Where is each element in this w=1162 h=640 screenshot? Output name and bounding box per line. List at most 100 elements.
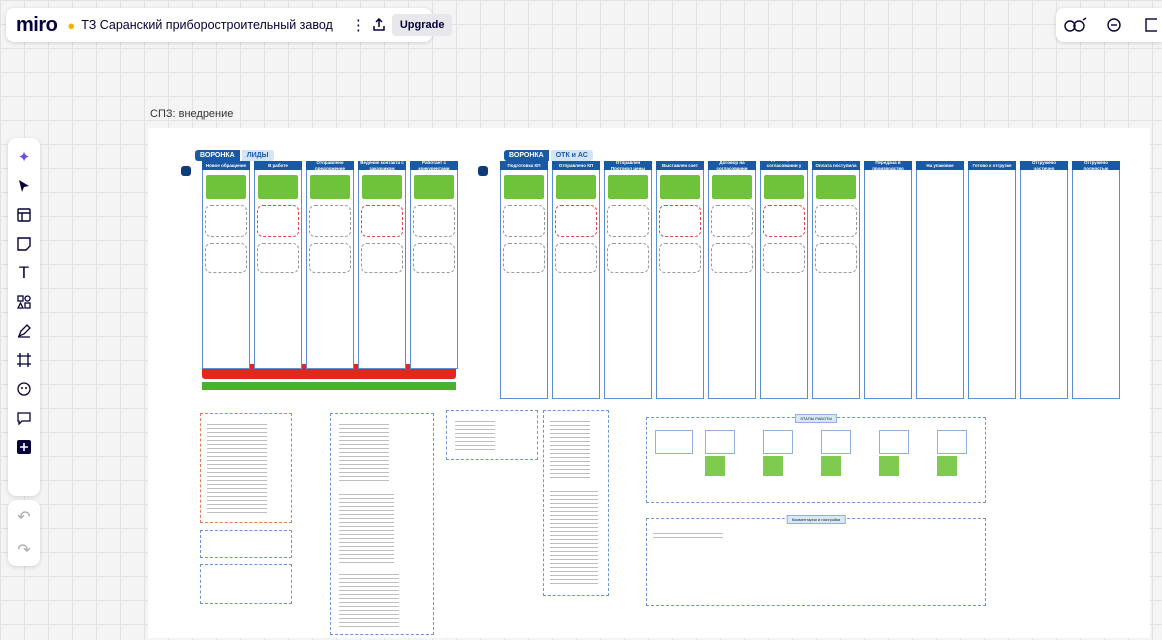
note-card[interactable]	[763, 205, 805, 237]
redo-icon[interactable]: ↷	[17, 541, 31, 559]
note-card[interactable]	[413, 205, 455, 237]
frame-icon[interactable]	[10, 345, 38, 374]
column-header[interactable]: Отправлено предложение	[306, 160, 354, 171]
deal-card[interactable]	[504, 175, 544, 199]
note-card[interactable]	[607, 205, 649, 237]
deal-card[interactable]	[362, 175, 402, 199]
column-header[interactable]: Отправлен Протокол цены	[604, 160, 652, 171]
column-header[interactable]: Выставлен счет	[656, 161, 704, 170]
note-card[interactable]	[361, 243, 403, 273]
column-header[interactable]: Оплата поступила	[812, 161, 860, 170]
note-card[interactable]	[555, 205, 597, 237]
notes-box[interactable]	[200, 530, 292, 558]
green-banner	[202, 382, 456, 390]
note-card[interactable]	[257, 205, 299, 237]
column-header[interactable]: Новое обращение	[202, 161, 250, 170]
funnel-column[interactable]	[1020, 169, 1068, 399]
note-card[interactable]	[607, 243, 649, 273]
upgrade-button[interactable]: Upgrade	[391, 14, 453, 36]
funnel-column[interactable]	[760, 169, 808, 399]
note-card[interactable]	[555, 243, 597, 273]
column-header[interactable]: Договор на согласовании у клиента	[760, 157, 808, 174]
note-card[interactable]	[711, 243, 753, 273]
deal-card[interactable]	[414, 175, 454, 199]
column-header[interactable]: Договор на согласовании	[708, 160, 756, 171]
note-card[interactable]	[503, 243, 545, 273]
pen-icon[interactable]	[10, 316, 38, 345]
deal-card[interactable]	[310, 175, 350, 199]
funnel-column[interactable]	[864, 169, 912, 399]
deal-card[interactable]	[764, 175, 804, 199]
funnel-column[interactable]	[968, 169, 1016, 399]
column-header[interactable]: Отправлено КП	[552, 161, 600, 170]
deal-card[interactable]	[206, 175, 246, 199]
note-card[interactable]	[763, 243, 805, 273]
stages-box[interactable]: ЭТАПЫ РАБОТЫ	[646, 414, 986, 503]
fields-box[interactable]	[330, 413, 434, 635]
column-header[interactable]: Ведение контакта с заказчиком	[358, 160, 406, 171]
note-card[interactable]	[257, 243, 299, 273]
deal-card[interactable]	[556, 175, 596, 199]
more-vertical-icon[interactable]: ⋮	[350, 17, 366, 34]
note-card[interactable]	[361, 205, 403, 237]
column-header[interactable]: На упаковке	[916, 161, 964, 170]
board-title[interactable]: ТЗ Саранский приборостроительный завод	[81, 18, 333, 32]
panel-icon[interactable]	[1139, 13, 1162, 37]
note-card[interactable]	[205, 243, 247, 273]
funnel-column[interactable]	[604, 169, 652, 399]
column-header[interactable]: Отгружено полностью	[1072, 160, 1120, 171]
frame-label[interactable]: СПЗ: внедрение	[150, 108, 234, 120]
ai-sparkle-icon[interactable]: ✦	[17, 148, 31, 166]
comment-icon[interactable]	[10, 403, 38, 432]
deal-card[interactable]	[712, 175, 752, 199]
note-card[interactable]	[659, 205, 701, 237]
share-upload-icon[interactable]	[372, 13, 386, 37]
note-card[interactable]	[309, 243, 351, 273]
sticky-note-icon[interactable]	[10, 229, 38, 258]
funnel-column[interactable]	[916, 169, 964, 399]
comments-box[interactable]: Комментарии и настройки	[646, 515, 986, 606]
note-card[interactable]	[309, 205, 351, 237]
note-card[interactable]	[659, 243, 701, 273]
funnel-column[interactable]	[552, 169, 600, 399]
deal-card[interactable]	[816, 175, 856, 199]
deal-card[interactable]	[660, 175, 700, 199]
deal-card[interactable]	[608, 175, 648, 199]
text-icon[interactable]: T	[18, 262, 30, 282]
note-card[interactable]	[413, 243, 455, 273]
note-card[interactable]	[205, 205, 247, 237]
column-header[interactable]: Передача в производство	[864, 160, 912, 171]
note-card[interactable]	[711, 205, 753, 237]
column-header[interactable]: Готово к отгрузке	[968, 161, 1016, 170]
column-header[interactable]: Отгружено частично	[1020, 160, 1068, 171]
funnel-column[interactable]	[812, 169, 860, 399]
shapes-icon[interactable]	[10, 287, 38, 316]
stickers-icon[interactable]	[10, 374, 38, 403]
funnel-column[interactable]	[500, 169, 548, 399]
note-card[interactable]	[815, 243, 857, 273]
funnel-label: ВОРОНКА	[504, 150, 549, 161]
lightbulb-icon[interactable]: ●	[67, 17, 76, 33]
funnel-column[interactable]	[656, 169, 704, 399]
funnel-tag: ЛИДЫ	[241, 150, 274, 161]
note-card[interactable]	[503, 205, 545, 237]
notes-box[interactable]	[200, 564, 292, 604]
column-header[interactable]: В работе	[254, 161, 302, 170]
note-card[interactable]	[815, 205, 857, 237]
undo-icon[interactable]: ↶	[17, 508, 31, 526]
miro-logo[interactable]: miro	[16, 13, 58, 36]
column-header[interactable]: Работает с конкурентами	[410, 160, 458, 171]
add-more-icon[interactable]	[10, 432, 38, 461]
board-frame[interactable]: ВОРОНКА ЛИДЫ ВОРОНКА ОТК и АС ЭТАПЫ РАБО…	[148, 128, 1150, 638]
fields-box[interactable]	[446, 410, 538, 460]
funnel-column[interactable]	[708, 169, 756, 399]
funnel-column[interactable]	[1072, 169, 1120, 399]
select-cursor-icon[interactable]	[10, 171, 38, 200]
deal-card[interactable]	[258, 175, 298, 199]
templates-icon[interactable]	[10, 200, 38, 229]
fields-box[interactable]	[543, 410, 609, 596]
reactions-icon[interactable]	[1064, 13, 1088, 37]
notes-box[interactable]	[200, 413, 292, 523]
comment-icon[interactable]	[1102, 13, 1125, 37]
column-header[interactable]: Подготовка КП	[500, 161, 548, 170]
